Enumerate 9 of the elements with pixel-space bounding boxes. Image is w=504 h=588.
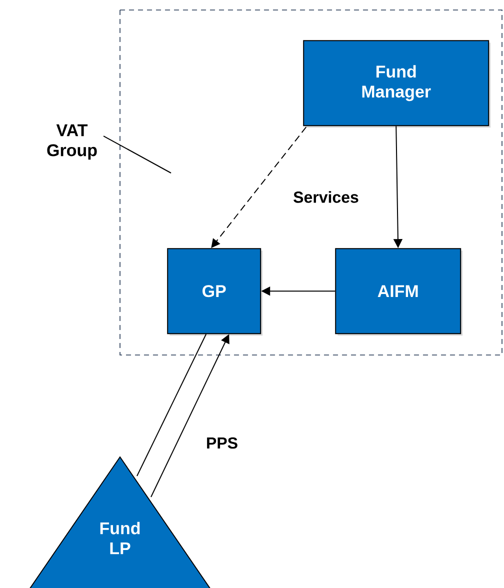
process-box: Fund Manager <box>303 40 491 128</box>
flow-label: Services <box>294 191 358 203</box>
group-boundary <box>120 10 502 356</box>
group-label: VAT Group <box>47 124 97 160</box>
flow-label: PPS <box>207 437 238 449</box>
connector-line <box>136 334 207 476</box>
process-box: AIFM <box>335 248 463 336</box>
process-box: GP <box>167 248 263 336</box>
leader-line <box>103 136 172 174</box>
